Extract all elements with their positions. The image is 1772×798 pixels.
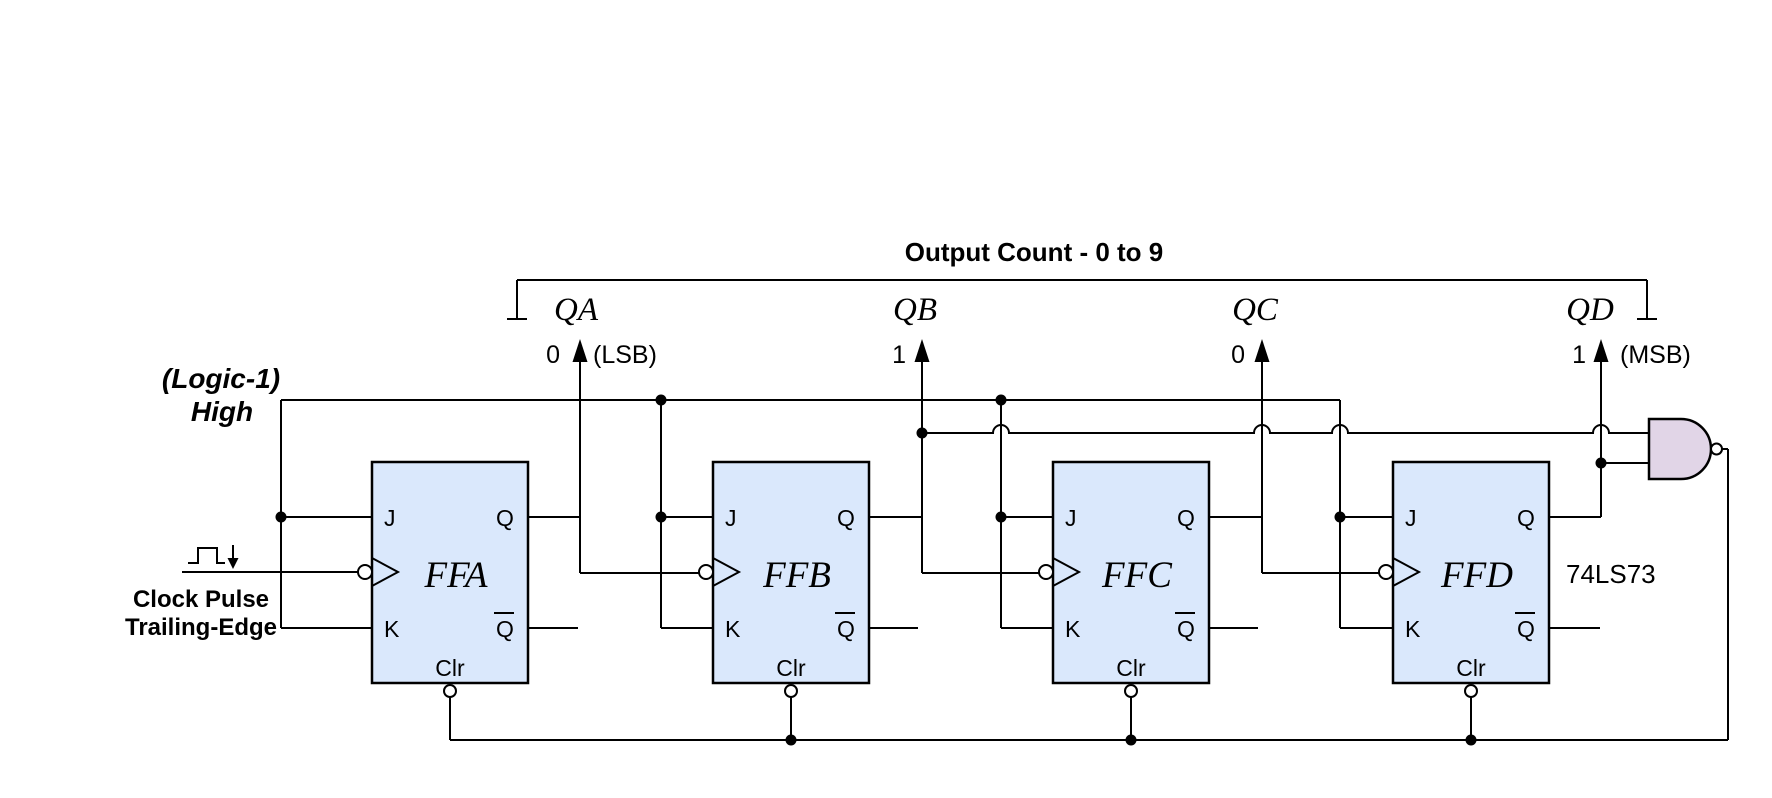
qa-lsb-tag: (LSB) <box>593 341 657 369</box>
ffa-name: FFA <box>423 555 487 596</box>
ffb-pin-k: K <box>725 616 741 642</box>
qa-label: QA <box>554 292 599 328</box>
qc-label: QC <box>1232 292 1279 328</box>
qd-value: 1 <box>1572 341 1586 369</box>
qd-label: QD <box>1566 292 1614 328</box>
ffd-pin-q: Q <box>1517 505 1535 531</box>
ffa-clock-triangle-icon <box>371 557 401 587</box>
ffb-pin-qbar: Q <box>837 616 855 642</box>
ffb-clock-triangle-icon <box>712 557 742 587</box>
ffb-clock-bubble-icon <box>698 564 714 580</box>
ffc-pin-clr: Clr <box>1116 655 1146 681</box>
qd-up-arrow-icon <box>1593 339 1609 362</box>
ffd-clock-bubble-icon <box>1378 564 1394 580</box>
qa-up-arrow-icon <box>572 339 588 362</box>
clock-pulse-text: Clock Pulse <box>133 586 269 613</box>
ffb-name: FFB <box>762 555 831 596</box>
flipflop-ffb: J Q K Q Clr FFB <box>698 460 871 698</box>
ffc-pin-k: K <box>1065 616 1081 642</box>
ffc-pin-qbar: Q <box>1177 616 1195 642</box>
logic1-text: (Logic-1) <box>162 363 280 394</box>
ffd-pin-qbar: Q <box>1517 616 1535 642</box>
ffc-clock-triangle-icon <box>1052 557 1082 587</box>
ffa-pin-clr: Clr <box>435 655 465 681</box>
output-qa: QA 0 (LSB) <box>546 292 657 369</box>
qc-up-arrow-icon <box>1254 339 1270 362</box>
ffb-pin-q: Q <box>837 505 855 531</box>
output-count-title: Output Count - 0 to 9 <box>905 237 1164 267</box>
ffd-name: FFD <box>1440 555 1513 596</box>
junction-j-ffa <box>275 511 287 523</box>
junction-high-ffc <box>995 394 1007 406</box>
junction-clr-ffc <box>1125 734 1137 746</box>
ffd-pin-clr: Clr <box>1456 655 1486 681</box>
junction-j-ffc <box>995 511 1007 523</box>
nand-gate <box>1647 417 1723 481</box>
high-text: High <box>191 396 253 427</box>
ffb-clr-bubble-icon <box>784 684 798 698</box>
ffd-pin-k: K <box>1405 616 1421 642</box>
nand-input-bus-qb <box>922 424 1649 434</box>
clock-pulse-icon <box>188 545 239 569</box>
junction-qd-nand <box>1595 457 1607 469</box>
qd-msb-tag: (MSB) <box>1620 341 1691 369</box>
pulse-waveform-icon <box>188 547 225 564</box>
clock-label: Clock Pulse Trailing-Edge <box>125 586 277 641</box>
logic-high-label: (Logic-1) High <box>162 363 280 427</box>
junction-dots <box>275 394 1607 746</box>
flipflop-ffd: J Q K Q Clr FFD <box>1378 460 1551 698</box>
ffd-clock-triangle-icon <box>1392 557 1422 587</box>
ffa-clr-bubble-icon <box>443 684 457 698</box>
ffa-pin-k: K <box>384 616 400 642</box>
output-qc: QC 0 <box>1231 292 1279 369</box>
falling-edge-arrowhead-icon <box>227 558 239 569</box>
output-bracket: Output Count - 0 to 9 <box>507 237 1657 320</box>
ffa-pin-qbar: Q <box>496 616 514 642</box>
trailing-edge-text: Trailing-Edge <box>125 614 277 641</box>
ffc-name: FFC <box>1101 555 1173 596</box>
junction-clr-ffb <box>785 734 797 746</box>
junction-j-ffb <box>655 511 667 523</box>
junction-qb-nand <box>916 427 928 439</box>
ffc-clock-bubble-icon <box>1038 564 1054 580</box>
junction-j-ffd <box>1334 511 1346 523</box>
qb-up-arrow-icon <box>914 339 930 362</box>
ffa-pin-q: Q <box>496 505 514 531</box>
ffa-pin-j: J <box>384 505 396 531</box>
ffc-pin-q: Q <box>1177 505 1195 531</box>
ffd-clr-bubble-icon <box>1464 684 1478 698</box>
output-qd: QD 1 (MSB) <box>1566 292 1691 369</box>
chip-label: 74LS73 <box>1566 559 1656 589</box>
nand-output-bubble-icon <box>1710 442 1723 456</box>
qa-value: 0 <box>546 341 560 369</box>
nand-gate-body <box>1647 417 1713 481</box>
ffb-pin-j: J <box>725 505 737 531</box>
qb-value: 1 <box>892 341 906 369</box>
ffc-pin-j: J <box>1065 505 1077 531</box>
ffa-clock-bubble-icon <box>357 564 373 580</box>
flipflop-ffa: J Q K Q Clr FFA <box>357 460 530 698</box>
flipflop-ffc: J Q K Q Clr FFC <box>1038 460 1211 698</box>
output-qb: QB 1 <box>892 292 937 369</box>
junction-clr-ffd <box>1465 734 1477 746</box>
ffd-pin-j: J <box>1405 505 1417 531</box>
junction-high-ffb <box>655 394 667 406</box>
qb-label: QB <box>893 292 937 328</box>
qc-value: 0 <box>1231 341 1245 369</box>
ffc-clr-bubble-icon <box>1124 684 1138 698</box>
ffb-pin-clr: Clr <box>776 655 806 681</box>
